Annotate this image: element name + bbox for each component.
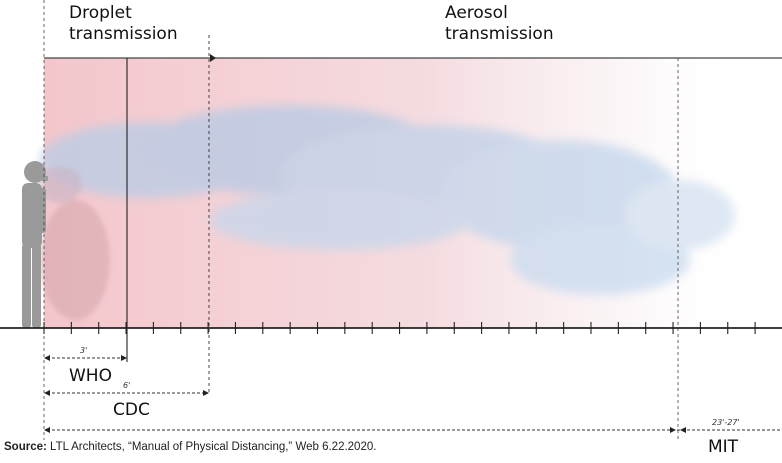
mit-distance-value: 23'-27'	[712, 418, 740, 427]
who-distance-value: 3'	[80, 346, 88, 355]
droplet-label-line2: transmission	[69, 24, 178, 44]
source-prefix: Source:	[4, 441, 47, 453]
aerosol-cloud	[40, 105, 735, 295]
droplet-speckle	[38, 167, 110, 320]
mit-bracket	[44, 427, 782, 433]
aerosol-label-line1: Aerosol	[445, 3, 508, 23]
who-bracket	[44, 355, 127, 361]
droplet-label-line1: Droplet	[69, 3, 132, 23]
aerosol-label-line2: transmission	[445, 24, 554, 44]
cdc-distance-value: 6'	[123, 381, 131, 390]
source-text: LTL Architects, “Manual of Physical Dist…	[46, 441, 377, 453]
source-note: Source: LTL Architects, “Manual of Physi…	[4, 441, 376, 453]
top-arrow-head	[210, 54, 216, 62]
who-label: WHO	[69, 366, 112, 386]
cdc-bracket	[44, 390, 209, 396]
mit-label: MIT	[708, 437, 739, 457]
person-silhouette	[22, 161, 48, 328]
axis-ticks	[43, 322, 756, 334]
cdc-label: CDC	[113, 400, 150, 420]
